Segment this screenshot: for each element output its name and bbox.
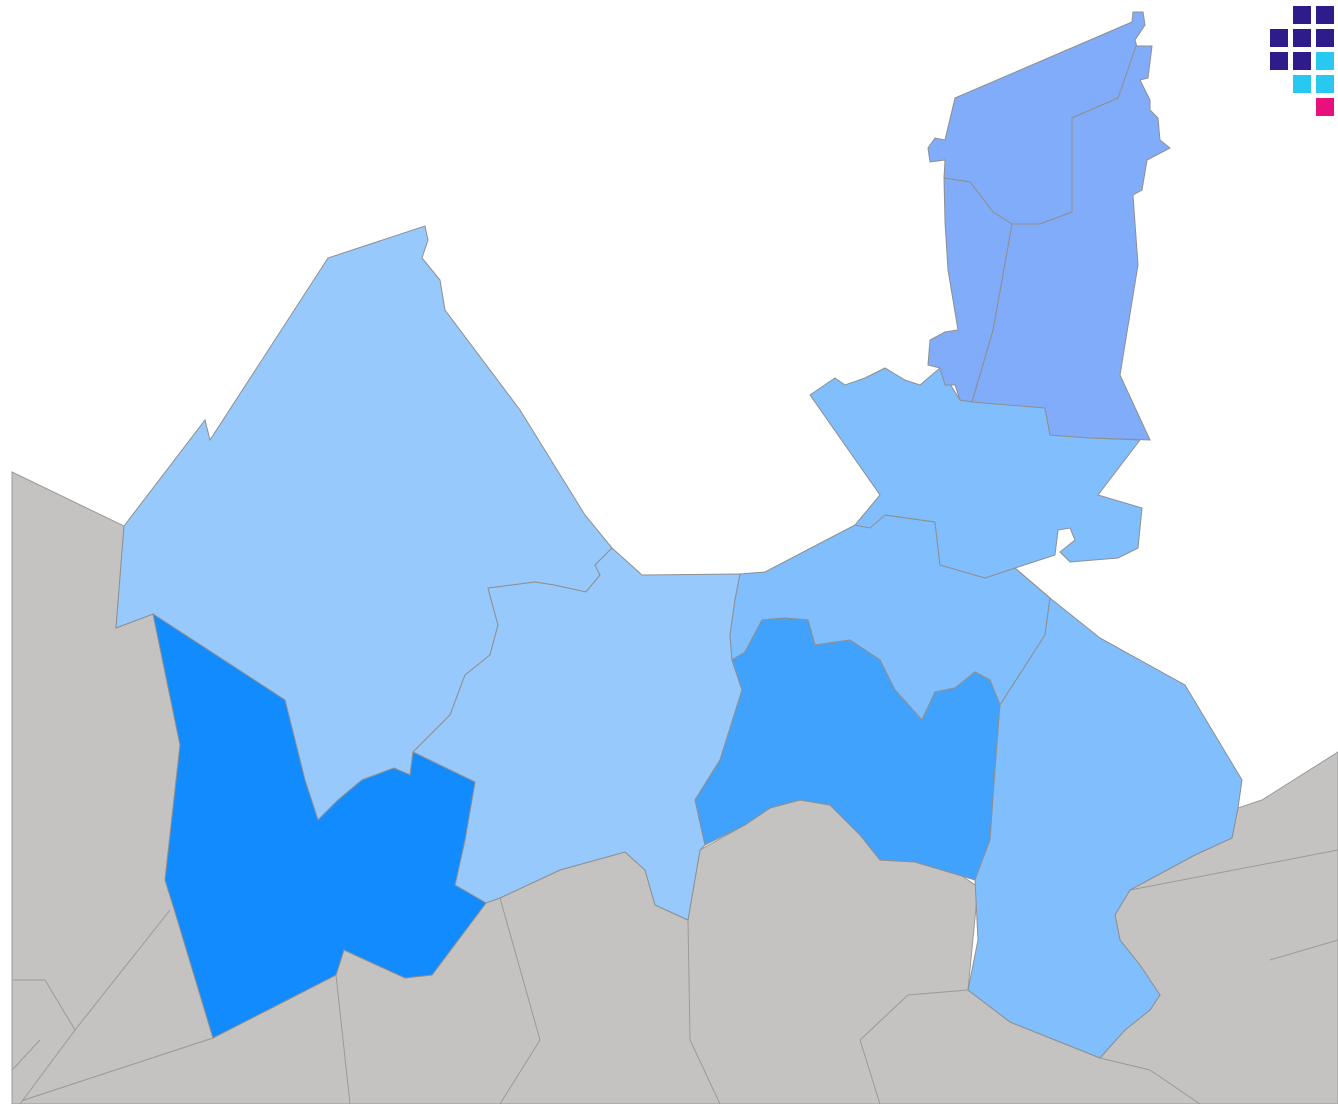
- neighbor-boundary-1: [11, 849, 1338, 1104]
- logo-dot-dark: [1293, 6, 1311, 24]
- logo-dot-cyan: [1293, 75, 1311, 93]
- logo-dot-magenta: [1316, 98, 1334, 116]
- region-far-north-east[interactable]: [971, 45, 1171, 441]
- logo-dot-dark: [1270, 29, 1288, 47]
- neighbor-regions: [11, 471, 1338, 1104]
- logo-dot-dark: [1293, 29, 1311, 47]
- region-northeast-lower[interactable]: [809, 367, 1143, 579]
- logo-dot-dark: [1316, 29, 1334, 47]
- dot-grid-logo: [1268, 4, 1336, 116]
- logo-dot-dark: [1316, 6, 1334, 24]
- map-regions: [115, 11, 1243, 1059]
- logo-dot-dark: [1293, 52, 1311, 70]
- region-far-north-middle[interactable]: [927, 177, 1013, 403]
- logo-dot-cyan: [1316, 75, 1334, 93]
- logo-dot-cyan: [1316, 52, 1334, 70]
- logo-dot-dark: [1270, 52, 1288, 70]
- region-southwest[interactable]: [152, 612, 487, 1039]
- region-southeast[interactable]: [967, 567, 1243, 1059]
- neighbor-region-southwest-corner: [11, 979, 76, 1104]
